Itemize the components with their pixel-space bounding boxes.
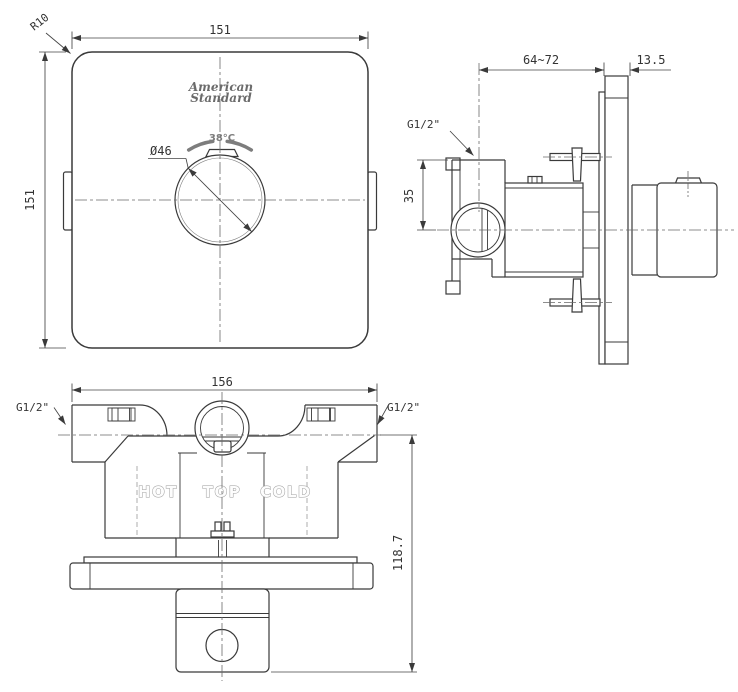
brand-logo-line1: American [188, 80, 253, 94]
port-label-hot: HOT [138, 483, 178, 501]
bottom-height-label: 118.7 [391, 535, 405, 571]
bottom-height-dimension: 118.7 [271, 434, 417, 673]
depth-range-label: 64~72 [523, 53, 559, 67]
bottom-width-dimension: 156 [71, 375, 378, 402]
wall-plate-side [604, 75, 629, 365]
bottom-width-label: 156 [211, 375, 233, 389]
side-depth-dimensions: 64~72 13.5 [479, 53, 671, 76]
temperature-marking: 38°C [209, 133, 235, 144]
handle-top-view [175, 588, 270, 673]
set-screw [527, 175, 543, 184]
knob-diameter-label: Ø46 [150, 144, 172, 158]
knob-top-grip [213, 440, 232, 453]
corner-radius-callout: R10 [28, 11, 71, 54]
side-thread-label: G1/2" [407, 118, 440, 131]
bottom-right-thread-callout: G1/2" [377, 401, 420, 425]
plate-edge-on [69, 562, 374, 590]
wall-flange-strip [598, 91, 606, 365]
rough-in-body-outline [71, 404, 378, 539]
plate-left-tab [62, 171, 74, 231]
dial-arc-right [225, 139, 254, 152]
right-screw-boss [306, 407, 336, 422]
plate-right-tab [366, 171, 378, 231]
port-offset-label: 35 [402, 189, 416, 203]
plate-lip [83, 556, 358, 564]
mounting-clip-top [571, 147, 583, 182]
side-view: 64~72 13.5 G1/2" 35 [402, 53, 734, 365]
port-offset-dimension: 35 [402, 159, 448, 231]
bracket-foot-bottom [445, 280, 461, 295]
dial-arc-left [186, 139, 215, 152]
bottom-left-thread-callout: G1/2" [16, 401, 66, 425]
front-view: American Standard 38°C Ø46 151 [23, 11, 378, 349]
bracket-foot-top [445, 157, 461, 171]
front-height-label: 151 [23, 189, 37, 211]
mounting-clip-bottom [571, 278, 583, 313]
front-width-dimension: 151 [71, 23, 369, 49]
left-screw-boss [107, 407, 136, 422]
brand-logo-line2: Standard [190, 91, 252, 105]
port-label-top: TOP [203, 483, 241, 501]
corner-radius-label: R10 [28, 11, 52, 33]
knob-diameter-callout: Ø46 [148, 144, 253, 233]
port-label-cold: COLD [260, 483, 312, 501]
front-width-label: 151 [209, 23, 231, 37]
bottom-left-thread-label: G1/2" [16, 401, 49, 414]
bottom-view: HOT TOP COLD 156 [16, 375, 420, 681]
handle-body-side [656, 182, 718, 278]
center-screw [210, 521, 235, 538]
side-thread-callout: G1/2" [407, 118, 474, 156]
plate-thickness-label: 13.5 [637, 53, 666, 67]
bottom-right-thread-label: G1/2" [387, 401, 420, 414]
front-height-dimension: 151 [23, 51, 66, 349]
